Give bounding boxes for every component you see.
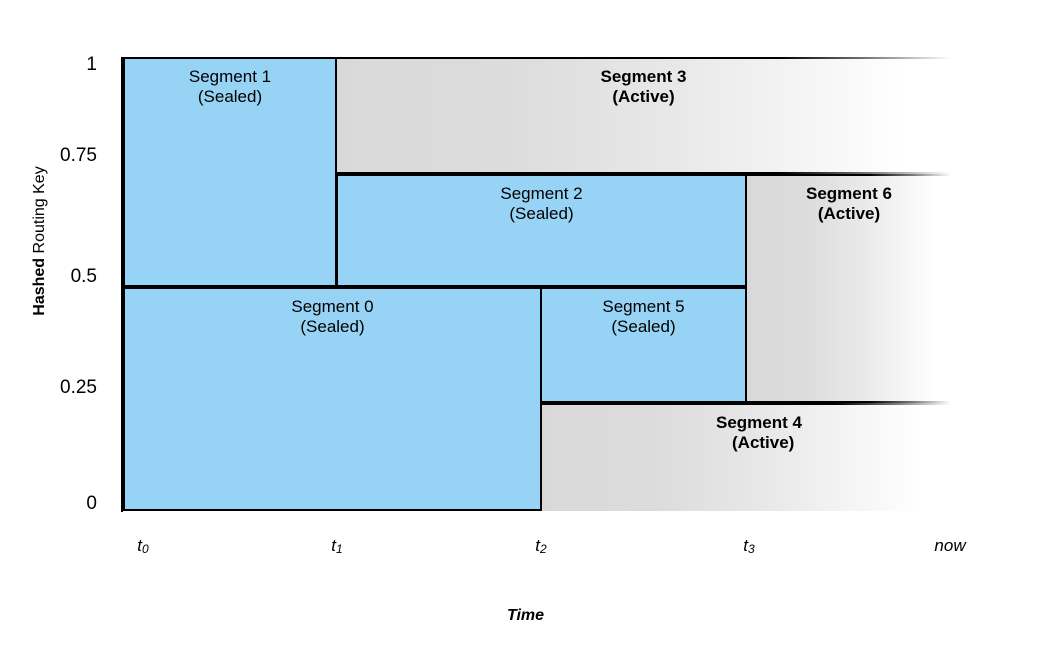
segment-box-segment-0[interactable]: Segment 0 (Sealed) (123, 287, 542, 511)
x-tick-now: now (890, 537, 1010, 554)
segment-6-name: Segment 6 (806, 184, 892, 203)
plot-area: Segment 3 (Active) Segment 1 (Sealed) Se… (123, 57, 951, 511)
y-tick-0.75: 0.75 (60, 145, 97, 166)
segment-2-state: (Sealed) (509, 204, 574, 224)
segment-4-name: Segment 4 (716, 413, 802, 432)
segment-0-name: Segment 0 (291, 297, 374, 316)
segment-5-state: (Sealed) (611, 317, 676, 337)
y-tick-1: 1 (86, 54, 97, 75)
x-tick-t1: t1 (277, 536, 397, 556)
x-tick-t0: t0 (83, 536, 203, 556)
segment-4-top-border (538, 403, 951, 405)
x-tick-t1-sub: 1 (336, 542, 343, 556)
y-axis-title: Hashed Routing Key (31, 141, 49, 341)
y-tick-0.25: 0.25 (60, 377, 97, 398)
segment-box-segment-6[interactable]: Segment 6 (Active) (747, 176, 951, 403)
x-axis-title: Time (506, 607, 545, 624)
x-tick-t2: t2 (481, 536, 601, 556)
x-tick-t0-base: t (137, 536, 143, 555)
y-tick-0: 0 (86, 493, 97, 514)
y-axis-line (121, 57, 123, 512)
segment-6-state: (Active) (817, 204, 881, 224)
segment-3-name: Segment 3 (600, 67, 687, 86)
segment-6-bottom-border (745, 401, 951, 403)
segment-box-segment-2[interactable]: Segment 2 (Sealed) (336, 174, 747, 287)
x-tick-t3-sub: 3 (748, 542, 755, 556)
segment-3-top-border (334, 57, 951, 59)
segment-3-bottom-border (334, 172, 951, 174)
x-tick-t2-sub: 2 (540, 542, 547, 556)
segment-box-segment-5[interactable]: Segment 5 (Sealed) (540, 287, 747, 403)
y-axis-title-rest: Routing Key (31, 166, 48, 254)
x-tick-now-base: now (934, 536, 966, 555)
segment-0-state: (Sealed) (300, 317, 365, 337)
segment-2-name: Segment 2 (500, 184, 583, 203)
segment-box-segment-3[interactable]: Segment 3 (Active) (336, 59, 951, 174)
segment-box-segment-4[interactable]: Segment 4 (Active) (540, 405, 951, 511)
segment-1-state: (Sealed) (197, 87, 263, 107)
segment-3-state: (Active) (612, 87, 675, 107)
segment-1-name: Segment 1 (188, 67, 272, 86)
segment-box-segment-1[interactable]: Segment 1 (Sealed) (123, 57, 337, 287)
segment-5-name: Segment 5 (602, 297, 685, 316)
x-tick-t1-base: t (331, 536, 337, 555)
segment-4-state: (Active) (732, 433, 795, 453)
segment-6-top-border (745, 174, 951, 176)
x-tick-t0-sub: 0 (142, 542, 149, 556)
x-tick-t2-base: t (535, 536, 541, 555)
y-tick-0.5: 0.5 (70, 266, 97, 287)
x-tick-t3: t3 (689, 536, 809, 556)
x-tick-t3-base: t (743, 536, 749, 555)
